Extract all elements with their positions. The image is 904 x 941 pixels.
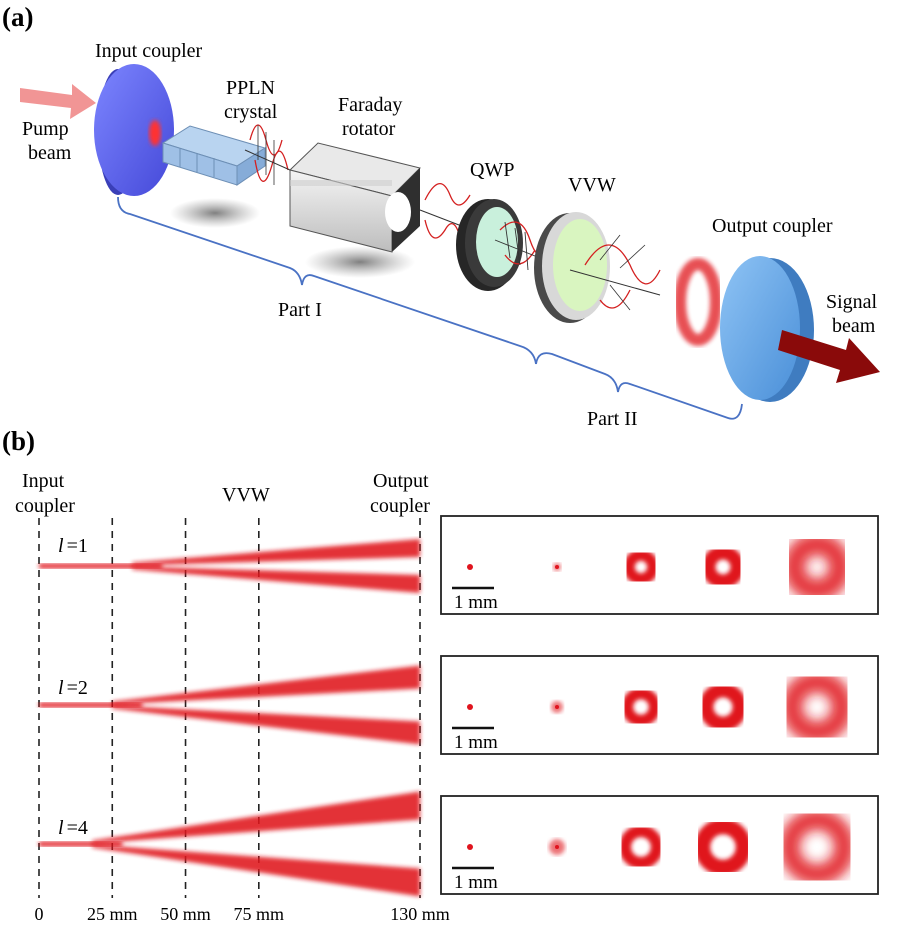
vortex-ring [701,545,745,589]
svg-text:l=4: l=4 [58,817,88,839]
beam-lobe [112,665,421,705]
beam-row-2 [39,665,421,745]
l-value-2: =2 [67,677,88,699]
output-coupler [720,256,814,402]
ppln-label-1: PPLN [226,77,275,99]
ring-panel-1: 1 mm [440,515,879,615]
beam-lobe [132,566,420,593]
signal-label-1: Signal [826,291,878,313]
beam-spot [467,704,473,710]
qwp-label: QWP [470,159,514,181]
vortex-ring [621,687,661,727]
position-label-4: 130 mm [390,904,450,924]
beam-spot [467,564,473,570]
ring-panels: 1 mm 1 mm 1 mm [440,515,879,895]
beam-lobe [92,844,421,897]
output-label-1: Output [373,470,429,492]
vortex-ring [699,683,748,732]
vortex-ring [694,818,752,876]
faraday-shadow [305,246,415,278]
signal-label-2: beam [832,315,876,337]
l-symbol-1: l [58,535,64,557]
vortex-ring [782,532,851,601]
vvw-label: VVW [568,174,616,196]
part-brackets [117,196,743,420]
beam-row-3 [39,791,421,897]
faraday-rotator [289,142,421,253]
vortex-ring [779,809,856,886]
vvw-plate [534,212,610,323]
vortex-ring [618,824,663,869]
position-label-3: 75 mm [234,904,285,924]
vortex-ring [623,549,659,585]
part-2-label: Part II [587,408,638,430]
input-label-1: Input [22,470,65,492]
l-symbol-3: l [58,817,64,839]
panel-a-label: (a) [2,2,33,32]
beam-lobe [132,539,420,566]
scale-bar-label: 1 mm [454,592,498,613]
pump-label-2: beam [28,142,72,164]
ppln-label-2: crystal [224,101,278,123]
qwp-plate [456,199,523,291]
input-coupler-label: Input coupler [95,40,203,62]
pump-label-1: Pump [22,118,69,140]
position-label-1: 25 mm [87,904,138,924]
faraday-label-1: Faraday [338,94,402,116]
input-label-2: coupler [15,495,75,517]
ppln-shadow [170,198,260,228]
scale-bar-label: 1 mm [454,872,498,893]
svg-text:l=2: l=2 [58,677,88,699]
vortex-beam-ring [674,258,722,346]
ring-panel-2: 1 mm [440,655,879,755]
input-coupler [94,64,174,196]
l-value-1: =1 [67,535,88,557]
position-labels: 0 25 mm 50 mm 75 mm 130 mm [35,904,450,924]
beam-row-1 [39,539,420,593]
scale-bar-label: 1 mm [454,732,498,753]
part-1-label: Part I [278,299,322,321]
beam-lobe [112,705,421,745]
beam-propagation [39,539,421,897]
polarization-wave-4 [569,234,661,311]
ring-panel-3: 1 mm [440,795,879,895]
beam-spot [467,844,473,850]
signal-arrow [778,330,880,383]
l-value-3: =4 [67,817,88,839]
svg-text:l=1: l=1 [58,535,88,557]
panel-b-label: (b) [2,426,35,456]
ppln-crystal [161,125,267,186]
l-labels: l=1 l=2 l=4 [58,535,88,839]
l-symbol-2: l [58,677,64,699]
pump-arrow [20,84,96,119]
vvw-b-label: VVW [222,484,270,506]
position-label-2: 50 mm [160,904,211,924]
beam-lobe [92,791,421,844]
output-label-2: coupler [370,495,430,517]
output-coupler-label: Output coupler [712,215,833,237]
faraday-label-2: rotator [342,118,396,140]
polarization-wave-1 [244,124,291,185]
vortex-ring [780,670,853,743]
position-label-0: 0 [35,904,44,924]
